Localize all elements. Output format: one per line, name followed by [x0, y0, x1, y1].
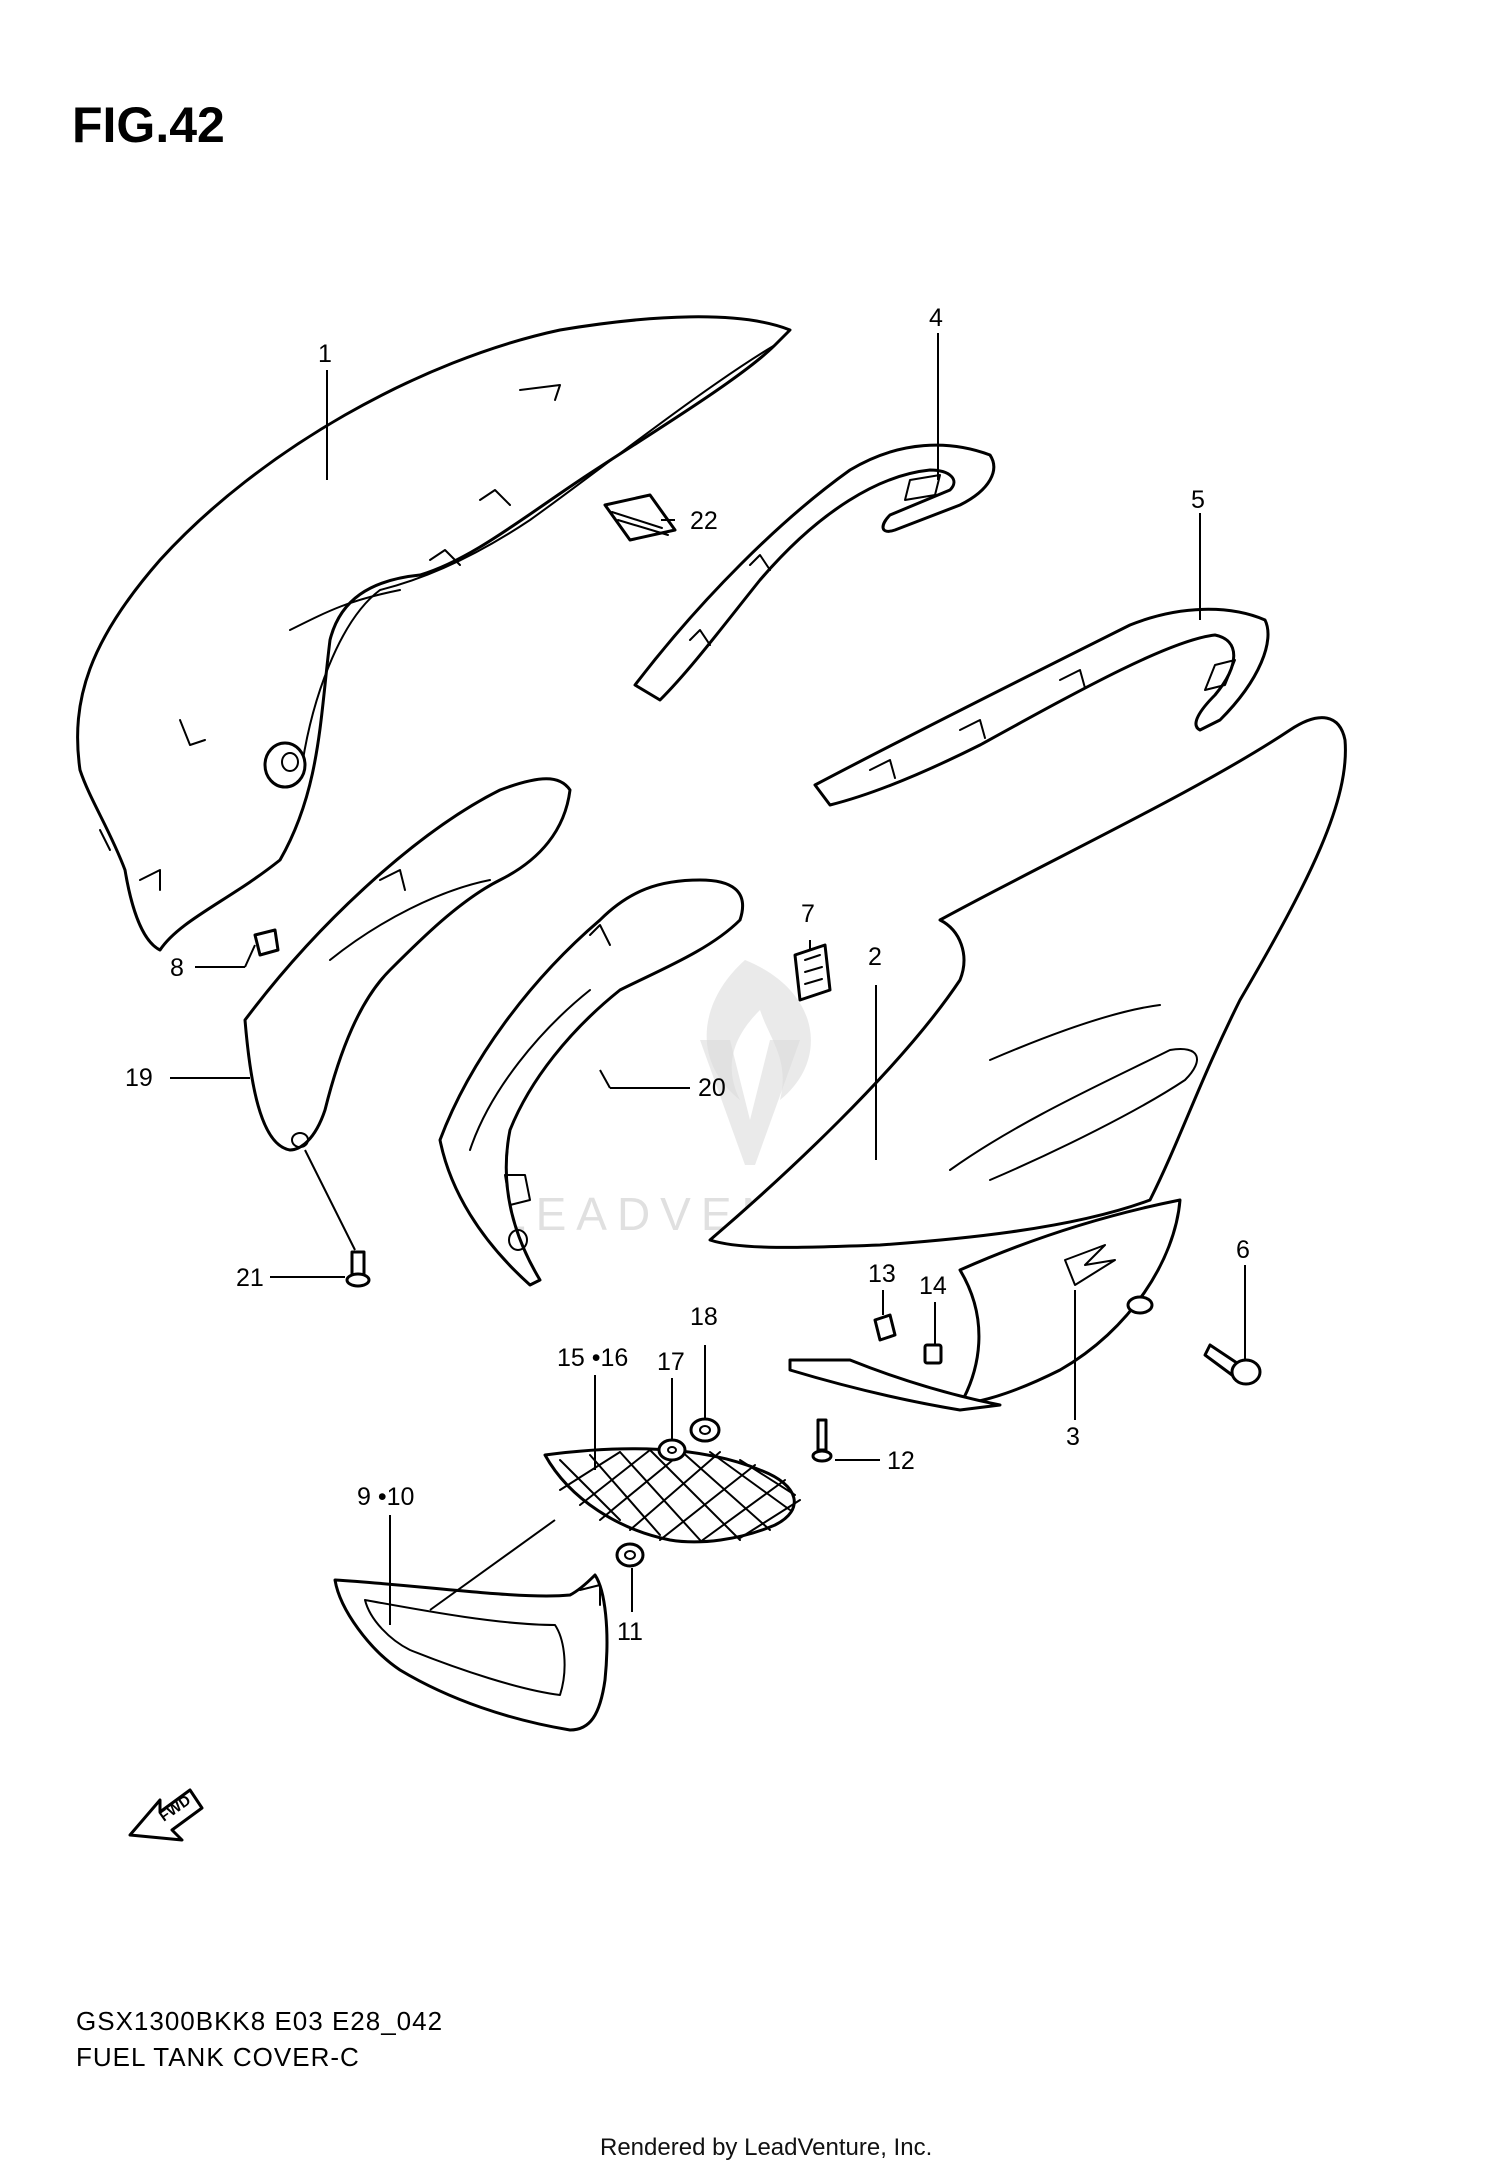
callout-21: 21	[236, 1264, 264, 1292]
part-8-clip	[253, 928, 280, 957]
part-12-screw	[788, 1358, 1002, 1463]
callout-7: 7	[801, 900, 815, 928]
figure-title: FIG.42	[72, 97, 225, 153]
callout-9-10: 9 •10	[357, 1483, 414, 1511]
callout-3: 3	[1066, 1423, 1080, 1451]
part-14-clip	[923, 1343, 943, 1365]
part-7-clip	[793, 943, 832, 1002]
callout-6: 6	[1236, 1236, 1250, 1264]
part-2-side-cover	[708, 716, 1347, 1249]
callout-18: 18	[690, 1303, 718, 1331]
part-4-trim	[633, 443, 996, 702]
callout-22: 22	[690, 507, 718, 535]
render-credit: Rendered by LeadVenture, Inc.	[600, 2134, 932, 2161]
part-20-inner-frame	[438, 878, 745, 1287]
callout-14: 14	[919, 1272, 947, 1300]
callout-20: 20	[698, 1074, 726, 1102]
callout-5: 5	[1191, 486, 1205, 514]
callout-12: 12	[887, 1447, 915, 1475]
forward-arrow-icon: FWD	[128, 1788, 204, 1842]
part-13-nut	[873, 1313, 897, 1342]
callout-4: 4	[929, 304, 943, 332]
part-9-10-lower-frame	[333, 1573, 609, 1732]
part-17-washer	[657, 1438, 687, 1462]
part-6-screw	[1203, 1343, 1262, 1386]
part-18-washer	[689, 1417, 721, 1443]
part-1-upper-cover	[76, 315, 792, 952]
callout-2: 2	[868, 943, 882, 971]
callout-15-16: 15 •16	[557, 1344, 628, 1372]
callout-17: 17	[657, 1348, 685, 1376]
part-15-16-mesh	[543, 1447, 801, 1544]
section-name: FUEL TANK COVER-C	[76, 2042, 360, 2072]
part-3-lower-panel	[958, 1198, 1182, 1407]
leader-lines	[170, 333, 1246, 1625]
brand-logo-icon	[1064, 1244, 1116, 1286]
watermark-logo	[700, 960, 811, 1165]
callout-8: 8	[170, 954, 184, 982]
callout-19: 19	[125, 1064, 153, 1092]
part-5-trim	[813, 607, 1270, 807]
part-19-inner-cover	[243, 777, 572, 1152]
part-22-label	[603, 493, 677, 542]
model-code: GSX1300BKK8 E03 E28_042	[76, 2006, 443, 2036]
part-11-nut	[615, 1542, 645, 1568]
callout-13: 13	[868, 1260, 896, 1288]
part-21-screw	[345, 1250, 371, 1288]
callout-11: 11	[617, 1618, 643, 1646]
callout-1: 1	[318, 340, 332, 368]
